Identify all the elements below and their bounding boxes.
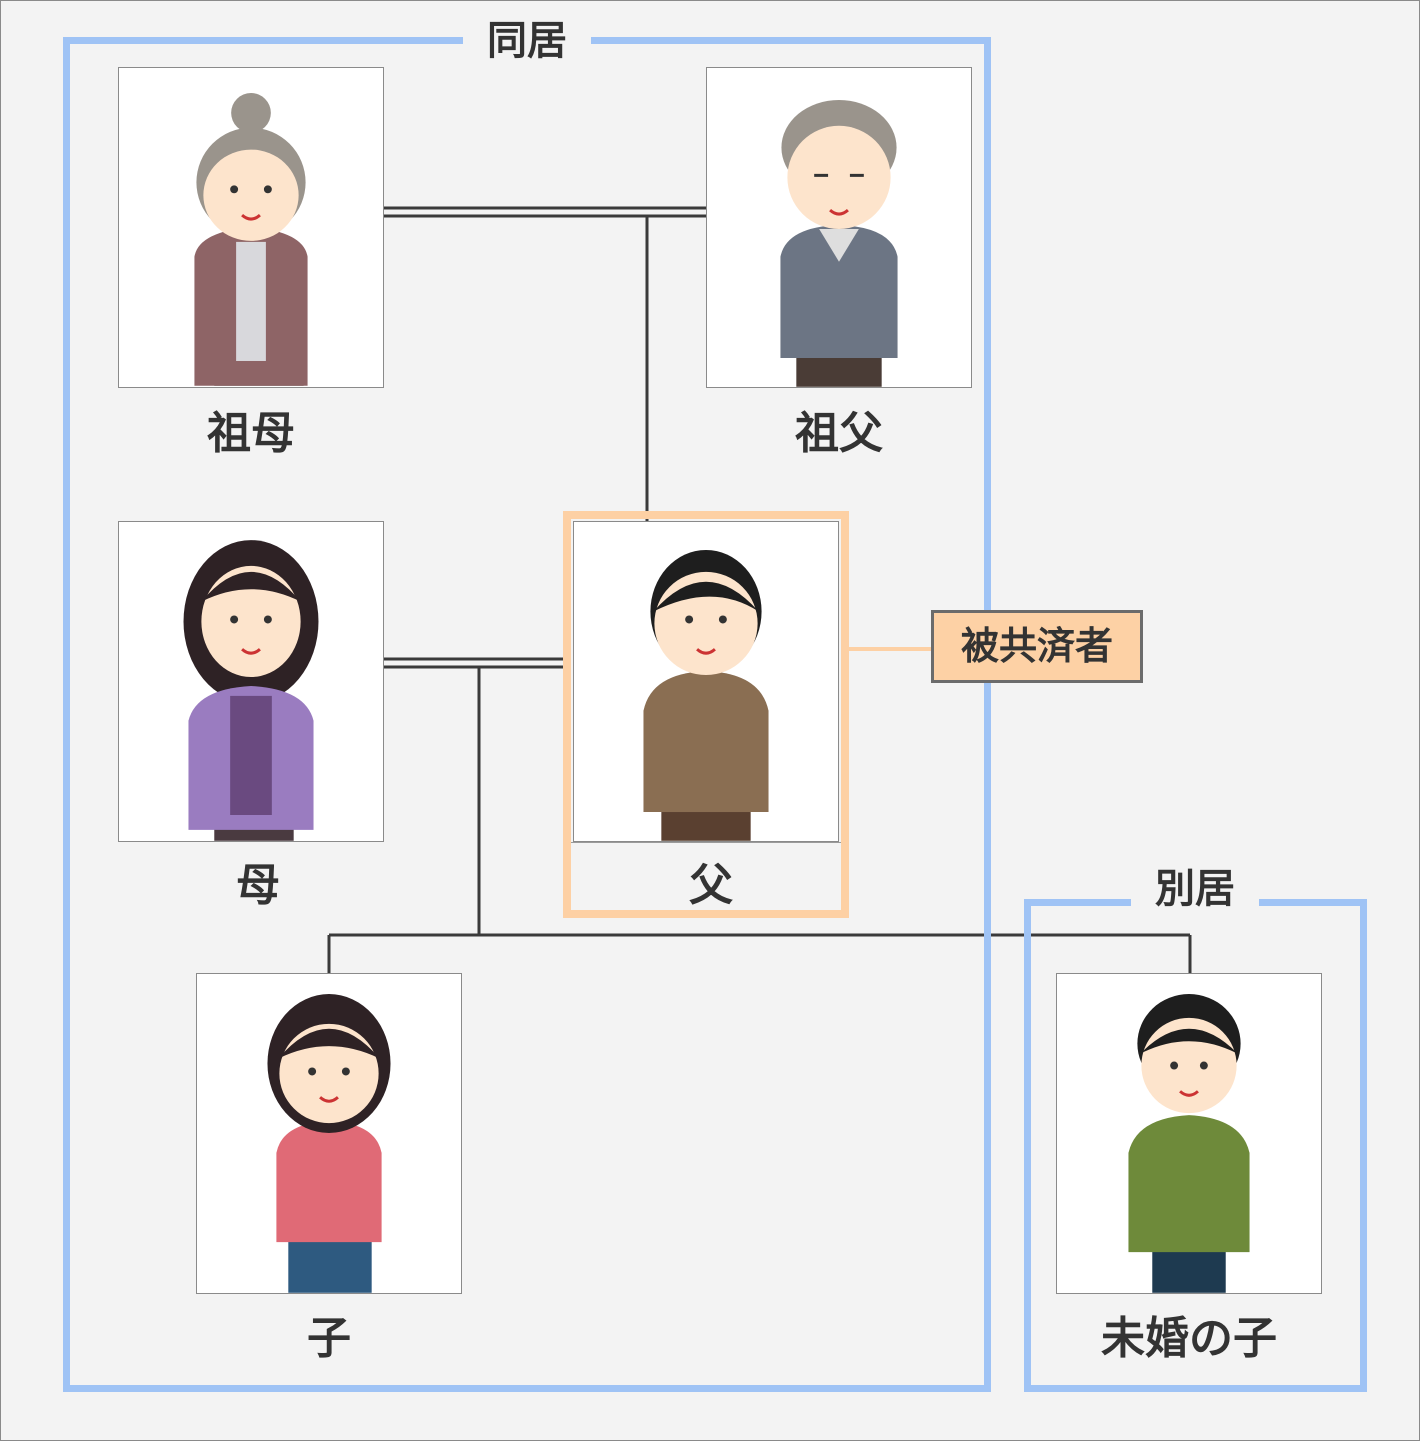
cohabiting-label: 同居: [463, 17, 591, 65]
child-photo: [196, 973, 462, 1294]
grandfather-photo: [706, 67, 972, 388]
mother-photo: [118, 521, 384, 842]
grandfather-name: 祖父: [795, 408, 883, 459]
insured-badge: 被共済者: [931, 610, 1143, 683]
insured-highlight-frame: [563, 511, 849, 918]
grandmother-photo: [118, 67, 384, 388]
unmarried-child-photo: [1056, 973, 1322, 1294]
divider: [571, 842, 841, 843]
grandmother-name: 祖母: [207, 408, 295, 459]
separate-label: 別居: [1131, 865, 1259, 913]
father-photo: [573, 521, 839, 842]
mother-name: 母: [236, 860, 280, 911]
child-name: 子: [307, 1313, 351, 1364]
unmarried-child-name: 未婚の子: [1101, 1313, 1277, 1364]
father-name: 父: [689, 860, 733, 911]
